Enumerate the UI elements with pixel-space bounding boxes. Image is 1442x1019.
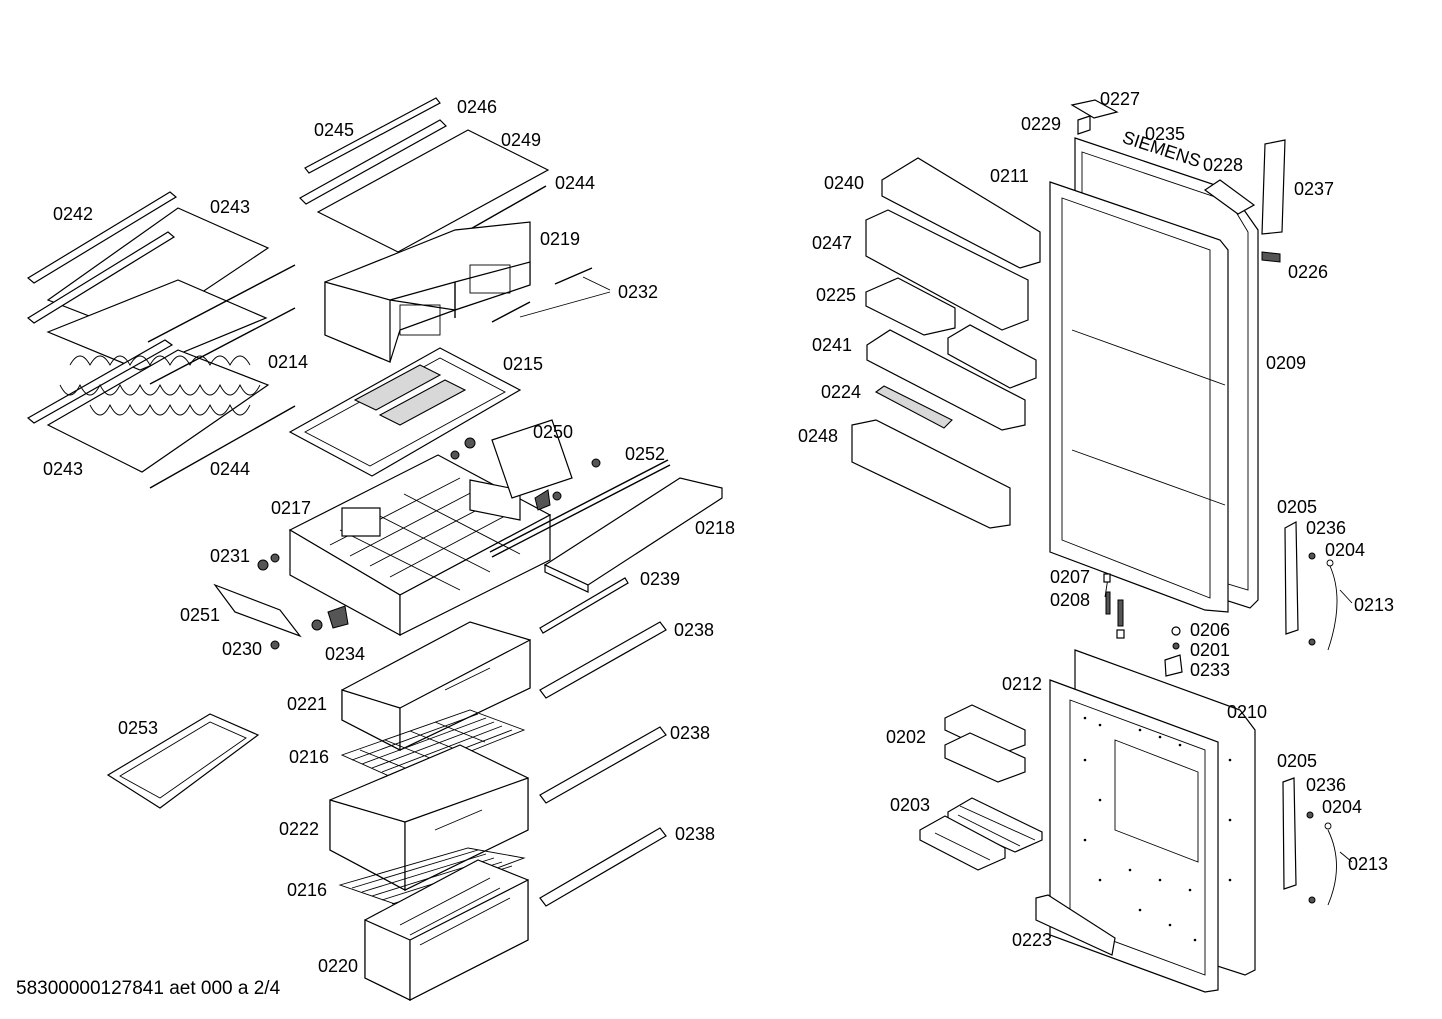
label-0202: 0202 (886, 727, 926, 747)
upper-door: SIEMENS (1049, 127, 1259, 613)
label-0236-lower: 0236 (1306, 775, 1346, 795)
label-0240: 0240 (824, 173, 864, 193)
drawer-rails (213, 419, 671, 638)
label-0251: 0251 (180, 605, 220, 625)
label-0234: 0234 (325, 644, 365, 664)
label-0217: 0217 (271, 498, 311, 518)
label-0238-middle: 0238 (670, 723, 710, 743)
label-0243-top: 0243 (210, 197, 250, 217)
label-0231: 0231 (210, 546, 250, 566)
label-0250: 0250 (533, 422, 573, 442)
label-0245: 0245 (314, 120, 354, 140)
lower-handle-parts (1282, 777, 1337, 906)
label-0215: 0215 (503, 354, 543, 374)
label-0214: 0214 (268, 352, 308, 372)
label-0244-left: 0244 (210, 459, 250, 479)
leader-lines (519, 276, 1353, 863)
label-0213-lower: 0213 (1348, 854, 1388, 874)
label-0247: 0247 (812, 233, 852, 253)
label-0248: 0248 (798, 426, 838, 446)
trim-strips (539, 577, 667, 907)
label-0219: 0219 (540, 229, 580, 249)
label-0238-bottom: 0238 (675, 824, 715, 844)
label-0243-bottom: 0243 (43, 459, 83, 479)
label-0232: 0232 (618, 282, 658, 302)
bottle-rack-wave (59, 355, 261, 416)
egg-tray-dish (106, 713, 260, 809)
label-0218: 0218 (695, 518, 735, 538)
label-0213-upper: 0213 (1354, 595, 1394, 615)
label-0205-upper: 0205 (1277, 497, 1317, 517)
label-0211: 0211 (990, 166, 1029, 186)
label-0227: 0227 (1100, 89, 1140, 109)
label-0237: 0237 (1294, 179, 1334, 199)
label-0216-top: 0216 (289, 747, 329, 767)
small-fasteners (257, 437, 601, 650)
label-0242: 0242 (53, 204, 93, 224)
label-0230: 0230 (222, 639, 262, 659)
label-0216-bottom: 0216 (287, 880, 327, 900)
label-0236-upper: 0236 (1306, 518, 1346, 538)
label-0208: 0208 (1050, 590, 1090, 610)
label-0206: 0206 (1190, 620, 1230, 640)
document-reference: 58300000127841 aet 000 a 2/4 (16, 978, 281, 999)
label-0207: 0207 (1050, 567, 1090, 587)
shelf-frame (288, 347, 522, 477)
chiller-cover (324, 221, 593, 363)
label-0253: 0253 (118, 718, 158, 738)
label-0210: 0210 (1227, 702, 1267, 722)
door-bins (851, 157, 1041, 529)
label-0204-lower: 0204 (1322, 797, 1362, 817)
label-0205-lower: 0205 (1277, 751, 1317, 771)
crisper-drawer-upper (341, 621, 531, 751)
label-0228: 0228 (1203, 155, 1243, 175)
front-shelf-panel (543, 477, 723, 593)
label-0239: 0239 (640, 569, 680, 589)
crisper-drawer-middle (329, 744, 529, 891)
wire-shelf-lower (338, 847, 526, 906)
ice-trays (919, 704, 1043, 871)
label-0225: 0225 (816, 285, 856, 305)
label-0223: 0223 (1012, 930, 1052, 950)
label-0226: 0226 (1288, 262, 1328, 282)
label-0244-right: 0244 (555, 173, 595, 193)
label-0222: 0222 (279, 819, 319, 839)
lower-door (1035, 649, 1256, 993)
label-0246: 0246 (457, 97, 497, 117)
upper-trim-parts (1070, 99, 1338, 677)
label-0235: 0235 (1145, 124, 1185, 144)
label-0209: 0209 (1266, 353, 1306, 373)
label-0204-upper: 0204 (1325, 540, 1365, 560)
crisper-drawer-lower (364, 859, 529, 1001)
label-0203: 0203 (890, 795, 930, 815)
label-0201: 0201 (1190, 640, 1230, 660)
label-0233: 0233 (1190, 660, 1230, 680)
label-0224: 0224 (821, 382, 861, 402)
label-0252: 0252 (625, 444, 665, 464)
main-drawer (288, 454, 552, 637)
glass-shelf-center (299, 97, 550, 269)
door-liner-dots (1083, 716, 1232, 942)
part-labels: 0242 0243 0214 0243 0244 0245 0246 0249 … (43, 89, 1394, 976)
label-0238-top: 0238 (674, 620, 714, 640)
label-0220: 0220 (318, 956, 358, 976)
label-0241: 0241 (812, 335, 852, 355)
label-0221: 0221 (287, 694, 327, 714)
label-0229: 0229 (1021, 114, 1061, 134)
glass-shelf-left (26, 191, 296, 489)
label-0249: 0249 (501, 130, 541, 150)
label-0212: 0212 (1002, 674, 1042, 694)
